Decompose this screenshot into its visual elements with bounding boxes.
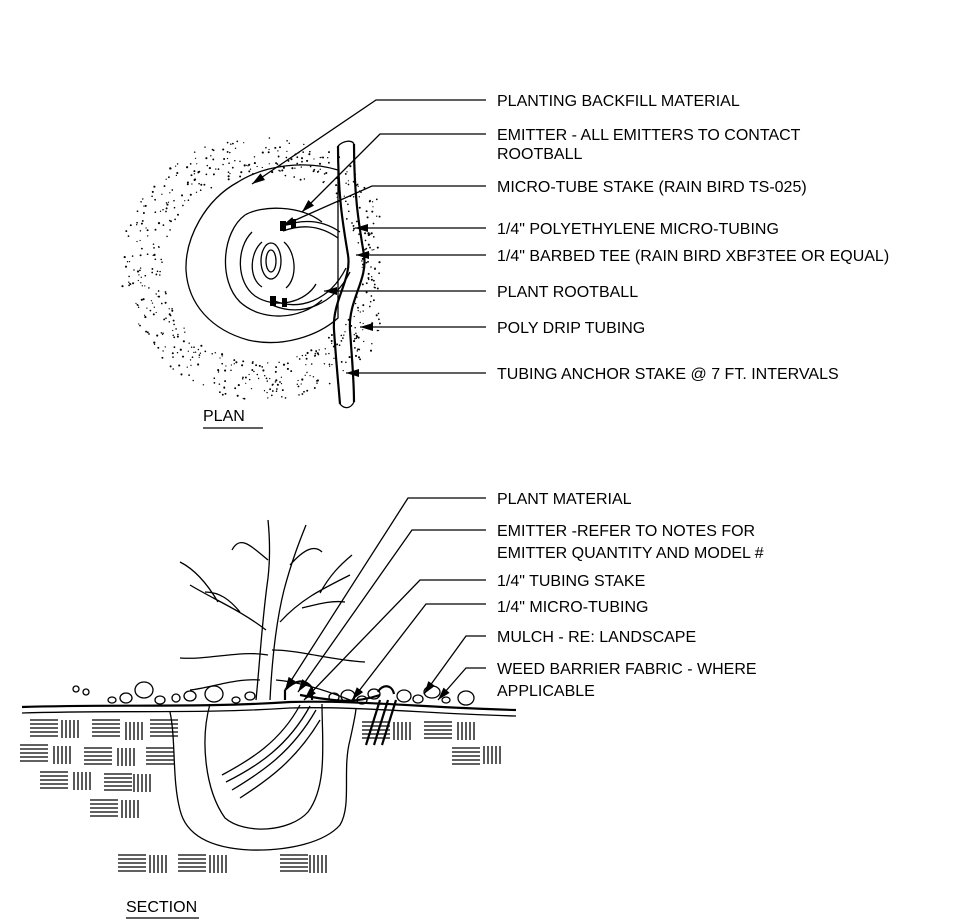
- soil-stipple: [121, 137, 381, 400]
- tubing-end-top: [337, 140, 355, 147]
- callout-text: EMITTER QUANTITY AND MODEL #: [497, 545, 764, 562]
- plan-callout-5: 1/4" BARBED TEE (RAIN BIRD XBF3TEE OR EQ…: [356, 248, 889, 265]
- plan-callout-1: PLANTING BACKFILL MATERIAL: [251, 93, 740, 185]
- callout-text: EMITTER -REFER TO NOTES FOR: [497, 523, 755, 540]
- leader-arrow: [424, 681, 435, 694]
- ground-surface: [21, 707, 517, 717]
- leader-line: [303, 579, 486, 701]
- ground-hatch: [20, 719, 501, 873]
- leader-line: [297, 529, 486, 693]
- section-callout-2: EMITTER -REFER TO NOTES FOR EMITTER QUANT…: [297, 523, 764, 693]
- plan-view: PLAN: [121, 137, 381, 429]
- callout-text: TUBING ANCHOR STAKE @ 7 FT. INTERVALS: [497, 366, 839, 383]
- section-rootball: [204, 703, 324, 830]
- callout-text: PLANTING BACKFILL MATERIAL: [497, 93, 740, 110]
- callout-text: 1/4" MICRO-TUBING: [497, 599, 648, 616]
- leader-arrow: [298, 679, 309, 692]
- section-callouts: PLANT MATERIAL EMITTER -REFER TO NOTES FO…: [284, 491, 764, 701]
- plan-callout-3: MICRO-TUBE STAKE (RAIN BIRD TS-025): [281, 179, 807, 227]
- leader-arrow: [302, 199, 315, 212]
- plan-title: PLAN: [203, 408, 245, 425]
- callout-text: EMITTER - ALL EMITTERS TO CONTACT: [497, 127, 801, 144]
- leader-line: [351, 603, 486, 701]
- planting-backfill-outline: [185, 164, 339, 344]
- leader-arrow: [438, 687, 450, 700]
- leader-line: [284, 497, 486, 691]
- callout-text: ROOTBALL: [497, 146, 582, 163]
- leader-line: [251, 99, 486, 185]
- leader-arrow: [360, 323, 373, 331]
- callout-text: PLANT MATERIAL: [497, 491, 632, 508]
- callout-text: MICRO-TUBE STAKE (RAIN BIRD TS-025): [497, 179, 807, 196]
- leader-line: [423, 635, 486, 695]
- leader-arrow: [304, 687, 316, 700]
- leader-arrow: [285, 676, 296, 690]
- callout-text: 1/4" POLYETHYLENE MICRO-TUBING: [497, 221, 779, 238]
- root-lines: [221, 704, 321, 799]
- plan-callouts: PLANTING BACKFILL MATERIAL EMITTER - ALL …: [251, 93, 889, 383]
- plan-callout-2: EMITTER - ALL EMITTERS TO CONTACT ROOTBAL…: [301, 127, 801, 213]
- leader-line: [437, 667, 486, 701]
- section-emitter: [364, 685, 398, 746]
- plan-callout-6: PLANT ROOTBALL: [324, 284, 638, 301]
- section-callout-3: 1/4" TUBING STAKE: [303, 573, 645, 701]
- section-callout-4: 1/4" MICRO-TUBING: [351, 599, 648, 701]
- leader-line: [281, 185, 486, 227]
- leader-arrow: [356, 251, 369, 259]
- leader-arrow: [324, 287, 337, 295]
- leader-arrow: [346, 369, 359, 377]
- poly-drip-tubing: [332, 145, 350, 405]
- plan-callout-4: 1/4" POLYETHYLENE MICRO-TUBING: [355, 221, 779, 238]
- plan-callout-8: TUBING ANCHOR STAKE @ 7 FT. INTERVALS: [346, 366, 839, 383]
- callout-text: 1/4" BARBED TEE (RAIN BIRD XBF3TEE OR EQ…: [497, 248, 889, 265]
- plan-callout-7: POLY DRIP TUBING: [360, 320, 645, 337]
- tubing-end-bottom: [339, 401, 355, 409]
- callout-text: APPLICABLE: [497, 683, 595, 700]
- leader-arrow: [352, 687, 364, 700]
- poly-drip-tubing-inner: [348, 143, 366, 403]
- section-callout-5: MULCH - RE: LANDSCAPE: [423, 629, 696, 695]
- section-title: SECTION: [126, 899, 197, 916]
- weed-barrier-fabric: [21, 700, 517, 712]
- callout-text: WEED BARRIER FABRIC - WHERE: [497, 661, 757, 678]
- callout-text: MULCH - RE: LANDSCAPE: [497, 629, 696, 646]
- section-callout-6: WEED BARRIER FABRIC - WHERE APPLICABLE: [437, 661, 757, 701]
- leader-arrow: [252, 173, 266, 184]
- callout-text: POLY DRIP TUBING: [497, 320, 645, 337]
- leader-line: [301, 133, 486, 213]
- mulch-pebbles: [72, 681, 475, 706]
- plant-rootball: [224, 207, 323, 317]
- callout-text: 1/4" TUBING STAKE: [497, 573, 645, 590]
- section-view: SECTION: [20, 519, 517, 919]
- leader-arrow: [282, 217, 296, 226]
- emitter-marks: [270, 219, 296, 307]
- planting-pit: [169, 707, 357, 851]
- callout-text: PLANT ROOTBALL: [497, 284, 638, 301]
- leader-arrow: [355, 224, 368, 232]
- plant-material: [179, 519, 366, 701]
- section-callout-1: PLANT MATERIAL: [284, 491, 632, 691]
